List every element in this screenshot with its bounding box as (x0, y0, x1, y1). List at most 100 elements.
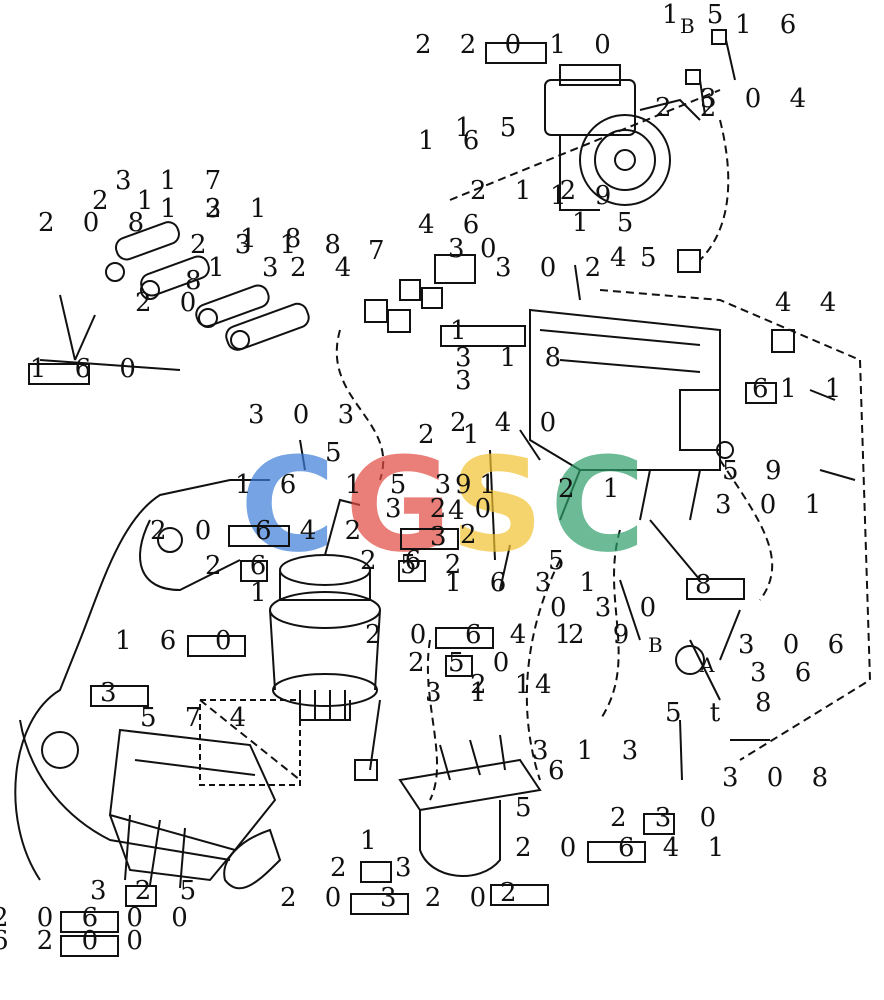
center-joint (398, 734, 542, 877)
part-label: 2 2 0 1 0 (415, 30, 621, 60)
part-label: 2 0 (280, 883, 352, 913)
part-label: 6 2 0 0 (0, 926, 153, 956)
part-label: 6 (548, 756, 575, 786)
part-label: 3 1 3 (532, 736, 649, 766)
part-label: 3 (100, 678, 127, 708)
part-label: 1 (450, 316, 477, 346)
part-label: B (648, 633, 669, 657)
part-label: 5 7 4 (140, 703, 257, 733)
part-label: 3 (262, 253, 289, 283)
part-label: 3 1 8 (455, 343, 572, 373)
part-label: 1 5 (572, 208, 644, 238)
part-label: 2 1 (205, 194, 277, 224)
part-label: 2 (408, 648, 435, 678)
part-label: 6 (752, 374, 779, 404)
part-label: 4 (535, 670, 562, 700)
part-label: 6 4 1 (465, 620, 582, 650)
hose-assemblies-left (39, 221, 310, 371)
label-box (350, 893, 409, 915)
part-label: 3 0 2 (495, 253, 612, 283)
part-label: 9 (765, 456, 792, 486)
part-label: 3 2 0 (385, 494, 502, 524)
label-box (435, 627, 494, 649)
part-label: 6 4 1 (618, 833, 735, 863)
part-label: 3 0 6 (738, 630, 855, 660)
part-label: 2 0 (515, 833, 587, 863)
part-label: 2 (330, 853, 357, 883)
leader-lines (199, 89, 872, 801)
label-box (360, 861, 392, 883)
part-label: 1 (208, 253, 235, 283)
part-label: 2 (460, 520, 487, 550)
boom-frame (14, 479, 282, 890)
part-label: 2 3 0 (610, 803, 727, 833)
part-label: 1 6 (235, 470, 307, 500)
part-label: 2 1 2 (470, 176, 587, 206)
part-label: 4 6 (418, 210, 490, 240)
clamp-blocks (364, 249, 795, 353)
part-label: 3 0 1 (715, 490, 832, 520)
pump-fittings (685, 29, 736, 116)
part-label: 3 2 5 (90, 876, 207, 906)
part-label: 1 1 (780, 374, 852, 404)
part-label: 2 1 (418, 420, 490, 450)
part-label: 1 3 (160, 194, 232, 224)
part-label: 4 (610, 243, 637, 273)
part-label: 6 4 2 (255, 516, 372, 546)
hydraulic-pump (544, 64, 701, 211)
control-valve (529, 308, 721, 521)
part-label: 8 (695, 570, 722, 600)
part-label: 0 (480, 234, 507, 264)
part-label: 8 (755, 688, 782, 718)
part-label: 3 2 0 (380, 883, 497, 913)
part-label: 2 3 1 8 (190, 230, 351, 260)
watermark-letter-s: S (450, 429, 544, 581)
label-box (490, 884, 549, 906)
watermark-letter-c2: C (550, 429, 646, 581)
part-label: 3 (395, 853, 422, 883)
label-box (187, 635, 246, 657)
part-label: 1 5 3 1 (345, 470, 506, 500)
label-box (445, 655, 473, 677)
part-label: 1 6 (115, 626, 187, 656)
part-label: 1 6 (418, 126, 490, 156)
part-label: 5 (515, 793, 542, 823)
part-label: 5 t (665, 698, 731, 728)
part-label: 4 4 (775, 288, 847, 318)
label-box (90, 685, 149, 707)
part-label: 2 1 (558, 474, 630, 504)
part-label: 2 0 8 (38, 208, 155, 238)
fuel-block (108, 699, 301, 889)
part-label: 2 0 (150, 516, 222, 546)
part-label: 1 9 (550, 181, 622, 211)
watermark-letter-c1: C (240, 429, 336, 581)
label-box (28, 363, 90, 385)
part-label: 2 4 (290, 253, 362, 283)
part-label: 9 (455, 470, 482, 500)
part-label: 5 (640, 243, 667, 273)
part-label: A (700, 653, 721, 677)
label-box (125, 885, 157, 907)
part-label: 5 2 (400, 550, 472, 580)
part-label: 5 (325, 438, 352, 468)
part-label: 3 (448, 234, 475, 264)
part-label: 0 (215, 626, 242, 656)
part-label: 0 1 6 0 (0, 354, 146, 384)
part-label: 1 5 (455, 113, 527, 143)
part-label: 3 0 4 (700, 84, 817, 114)
part-label: 2 6 (360, 546, 432, 576)
part-label: 3 1 7 (115, 166, 232, 196)
part-label: 1 8 (240, 224, 312, 254)
label-box (440, 325, 526, 347)
label-box (485, 42, 547, 64)
label-box (587, 841, 646, 863)
label-box (228, 525, 290, 547)
part-label: 2 1 (470, 670, 542, 700)
part-label: 2 1 (92, 186, 164, 216)
label-box (60, 911, 119, 933)
part-label: 7 (368, 236, 395, 266)
label-box (686, 578, 745, 600)
part-label: 3 (430, 522, 457, 552)
part-label: 2 0 6 0 0 (0, 903, 198, 933)
part-label: 1 6 3 1 (445, 568, 606, 598)
